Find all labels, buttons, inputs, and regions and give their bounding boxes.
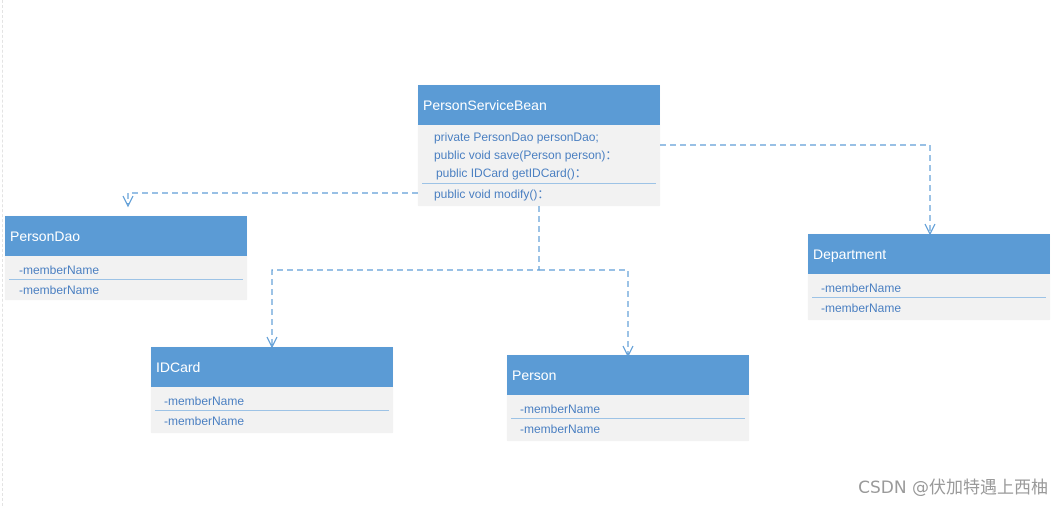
class-personservicebean-name: PersonServiceBean — [418, 85, 660, 125]
class-persondao-member: -memberName — [19, 283, 100, 297]
connector-to-department — [660, 144, 931, 232]
class-person[interactable]: Person -memberName -memberName — [507, 355, 749, 441]
class-department[interactable]: Department -memberName -memberName — [808, 234, 1050, 320]
class-person-member: -memberName — [511, 395, 745, 419]
class-personservicebean-member: private PersonDao personDao; — [434, 130, 599, 144]
class-persondao-member: -memberName — [9, 256, 243, 280]
class-department-name: Department — [808, 234, 1050, 274]
class-idcard-member: -memberName — [164, 414, 245, 428]
class-person-member: -memberName — [520, 422, 601, 436]
class-personservicebean-member: public void modify()： — [434, 187, 550, 201]
class-department-member: -memberName — [821, 301, 902, 315]
class-department-member: -memberName — [812, 274, 1046, 298]
class-personservicebean[interactable]: PersonServiceBean private PersonDao pers… — [418, 85, 660, 206]
class-personservicebean-member: public IDCard getIDCard()： — [422, 164, 656, 184]
watermark-text: CSDN @伏加特遇上西柚 — [858, 478, 1048, 498]
class-persondao-name: PersonDao — [5, 216, 247, 256]
connector-to-person — [539, 269, 629, 354]
class-idcard-name: IDCard — [151, 347, 393, 387]
class-personservicebean-member: public void save(Person person)： — [434, 148, 618, 162]
class-idcard[interactable]: IDCard -memberName -memberName — [151, 347, 393, 433]
arrowhead-persondao — [122, 195, 134, 208]
left-guide-line — [2, 0, 3, 506]
class-person-name: Person — [507, 355, 749, 395]
class-idcard-member: -memberName — [155, 387, 389, 411]
connector-to-idcard — [271, 206, 540, 345]
connector-to-persondao — [127, 192, 418, 204]
class-persondao[interactable]: PersonDao -memberName -memberName — [5, 216, 247, 300]
